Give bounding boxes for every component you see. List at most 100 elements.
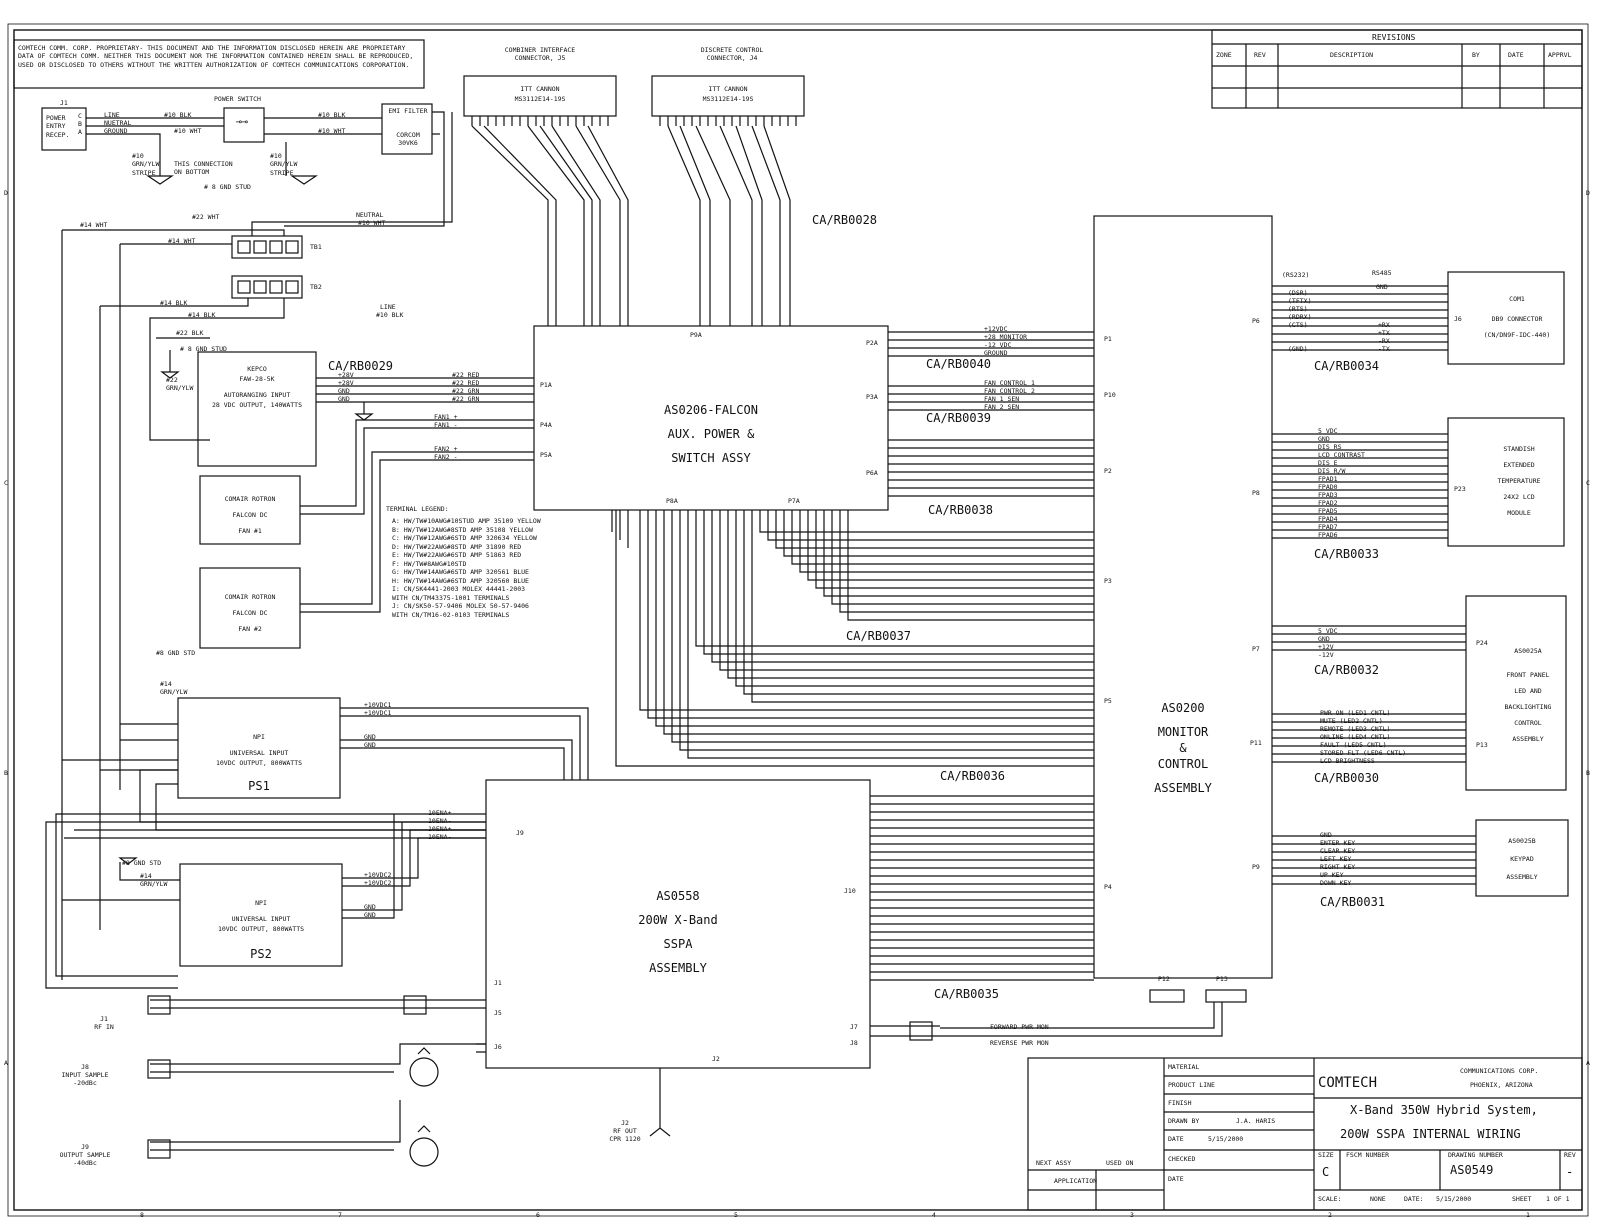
legend-item: J: CN/SK50-57-9406 MOLEX 50-57-9406 [392, 602, 529, 610]
tb-drawing-val: AS0549 [1450, 1163, 1494, 1177]
port-p4: P4 [1104, 883, 1112, 891]
ps1-input: UNIVERSAL INPUT [229, 749, 289, 757]
fan1-name: COMAIR ROTRON [224, 495, 276, 503]
kepco-model: FAW-28-5K [239, 375, 275, 383]
wire-10-wht: #10 WHT [174, 127, 202, 135]
com-dsr: (DSR) [1288, 289, 1308, 297]
fan2-model: FALCON DC [232, 609, 268, 617]
corcom-label: CORCOM 30VK6 [396, 131, 420, 147]
sig-p3a-4: FAN 2 SEN [984, 403, 1020, 411]
proprietary-notice: COMTECH COMM. CORP. PROPRIETARY- THIS DO… [18, 44, 414, 69]
port-p23: P23 [1454, 485, 1466, 493]
sig-fan1-pos: FAN1 + [434, 413, 458, 421]
stripe1-label: #10 GRN/YLW STRIPE [132, 152, 160, 177]
port-p3: P3 [1104, 577, 1112, 585]
zone-row-b-right: B [1586, 769, 1590, 777]
lcd-sig: FPAD3 [1318, 491, 1338, 499]
legend-item: C: HW/TW#12AWG#6STD AMP 320634 YELLOW [392, 534, 537, 542]
revisions-title: REVISIONS [1372, 33, 1416, 42]
zone-row-d-right: D [1586, 189, 1590, 197]
fan1-number: FAN #1 [238, 527, 262, 535]
tb-next-assy: NEXT ASSY [1036, 1159, 1072, 1167]
port-j9: J9 [516, 829, 524, 837]
tb1-label: TB1 [310, 243, 322, 251]
w22wht-label: #22 WHT [192, 213, 220, 221]
mc-title-5: ASSEMBLY [1154, 781, 1212, 795]
fp-l6: ASSEMBLY [1512, 735, 1544, 743]
wire-p1a-2: #22 RED [452, 379, 480, 387]
com-tx-neg: -TX [1378, 345, 1390, 353]
tb-sheet-val: 1 OF 1 [1546, 1195, 1570, 1203]
tb-city: PHOENIX, ARIZONA [1470, 1081, 1533, 1089]
bottom-note: THIS CONNECTION ON BOTTOM [174, 160, 233, 177]
zone-row-a-right: A [1586, 1059, 1590, 1067]
lcd-l5: MODULE [1507, 509, 1531, 517]
lcd-sig: DIS E [1318, 459, 1338, 467]
port-p2: P2 [1104, 467, 1112, 475]
rf-out-part: CPR 1120 [609, 1135, 641, 1143]
cable-rb0032: CA/RB0032 [1314, 663, 1380, 677]
zone-col-2: 2 [1328, 1211, 1332, 1219]
port-p24: P24 [1476, 639, 1488, 647]
com-tftx: (TFTX) [1288, 297, 1312, 305]
sig-p1a-2: +28V [338, 379, 354, 387]
led-sig: PWR ON (LED1 CNTL) [1320, 709, 1391, 717]
sspa-title-3: SSPA [663, 937, 693, 951]
key-sig: RIGHT KEY [1320, 863, 1356, 871]
cable-rb0028: CA/RB0028 [812, 213, 878, 227]
tb-title-2: 200W SSPA INTERNAL WIRING [1340, 1127, 1521, 1141]
com-gnd2: (GND) [1288, 345, 1308, 353]
port-sspa-j1: J1 [494, 979, 502, 987]
com-rdrx: (RDRX) [1288, 313, 1312, 321]
ps2-sig-1: +10VDC2 [364, 871, 392, 879]
cable-rb0029: CA/RB0029 [328, 359, 394, 373]
led-sig: MUTE (LED2 CNTL) [1320, 717, 1383, 725]
ps2-sig-2: +10VDC2 [364, 879, 392, 887]
pin-c: C [78, 112, 82, 120]
tb-used-on: USED ON [1106, 1159, 1134, 1167]
j4-cannon: ITT CANNON [708, 85, 748, 93]
lcd-sig: GND [1318, 435, 1330, 443]
ps2-input: UNIVERSAL INPUT [231, 915, 291, 923]
key-sig: DOWN KEY [1320, 879, 1352, 887]
legend-title: TERMINAL LEGEND: [386, 505, 449, 513]
legend-item: E: HW/TW#22AWG#6STD AMP 51863 RED [392, 551, 522, 559]
lcd-sig: FPAD1 [1318, 475, 1338, 483]
output-sample-label: OUTPUT SAMPLE [59, 1151, 111, 1159]
led-sig: ONLINE (LED4 CNTL) [1320, 733, 1391, 741]
com-rx-pos: +RX [1378, 321, 1390, 329]
falcon-title-3: SWITCH ASSY [671, 451, 751, 465]
rev-col-by: BY [1472, 51, 1480, 59]
key-signal-list: GND ENTER KEY CLEAR KEY LEFT KEY RIGHT K… [1320, 832, 1355, 888]
gnd-stud-2-label: # 8 GND STUD [180, 345, 227, 353]
tena-3: 10ENA+ [428, 825, 452, 833]
fp-l5: CONTROL [1514, 719, 1542, 727]
tb-date2: DATE [1168, 1175, 1184, 1183]
wire-10-blk-2: #10 BLK [318, 111, 346, 119]
legend-item: B: HW/TW#12AWG#8STD AMP 35108 YELLOW [392, 525, 533, 534]
lcd-signal-list: 5 VDC GND DIS RS LCD CONTRAST DIS E DIS … [1318, 428, 1365, 540]
sig-p1a-1: +28V [338, 371, 354, 379]
zone-row-d: D [4, 189, 8, 197]
port-p5: P5 [1104, 697, 1112, 705]
cable-rb0030: CA/RB0030 [1314, 771, 1380, 785]
j4-label: DISCRETE CONTROL CONNECTOR, J4 [700, 46, 764, 63]
led-sig: LCD BRIGHTNESS [1320, 757, 1375, 765]
led-sig: STORED FLT (LED6 CNTL) [1320, 749, 1407, 757]
lcd-sig: FPAD7 [1318, 523, 1338, 531]
fp-gnd: GND [1318, 635, 1330, 643]
tb-product-line: PRODUCT LINE [1168, 1081, 1215, 1089]
port-p9: P9 [1252, 863, 1260, 871]
cable-rb0036: CA/RB0036 [940, 769, 1006, 783]
legend-item: H: HW/TW#14AWG#6STD AMP 320560 BLUE [392, 576, 529, 585]
ps1-sig-4: GND [364, 741, 376, 749]
j5-label: COMBINER INTERFACE CONNECTOR, J5 [504, 46, 576, 63]
ps1-title: PS1 [248, 779, 270, 793]
sig-fan2-pos: FAN2 + [434, 445, 458, 453]
wire-p1a-3: #22 GRN [452, 387, 480, 395]
rf-in-label: RF IN [94, 1023, 114, 1031]
port-j10: J10 [844, 887, 856, 895]
stripe2-label: #10 GRN/YLW STRIPE [270, 152, 298, 177]
w14blk-label: #14 BLK [160, 299, 188, 307]
w10blk-label: #10 BLK [376, 311, 404, 319]
